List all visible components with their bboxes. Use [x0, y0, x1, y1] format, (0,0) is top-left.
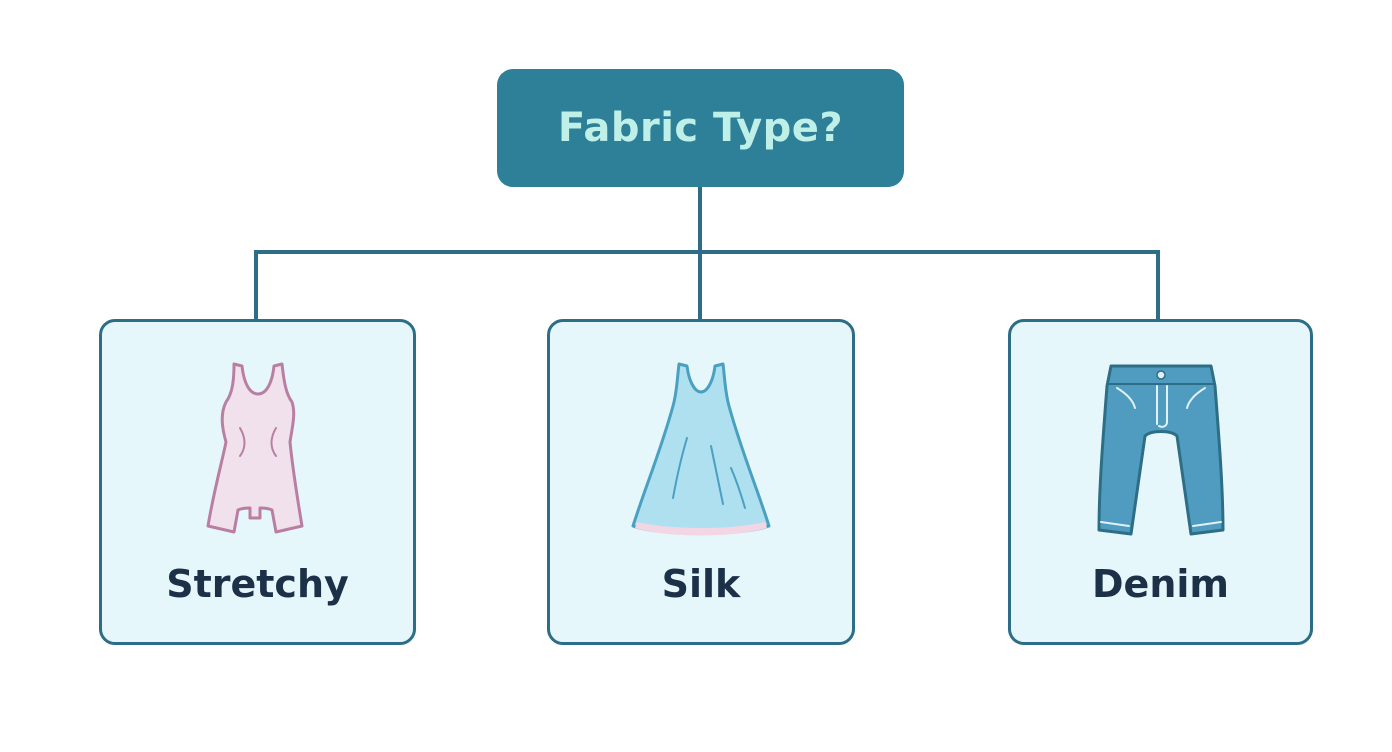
option-label-stretchy: Stretchy	[166, 562, 349, 606]
option-card-stretchy: Stretchy	[99, 319, 416, 645]
option-label-denim: Denim	[1092, 562, 1229, 606]
romper-icon	[206, 362, 303, 534]
jeans-icon	[1097, 364, 1224, 536]
root-node-label: Fabric Type?	[557, 105, 844, 151]
option-card-denim: Denim	[1008, 319, 1313, 645]
option-card-silk: Silk	[547, 319, 855, 645]
root-node: Fabric Type?	[497, 69, 904, 187]
option-label-silk: Silk	[661, 562, 741, 606]
dress-icon	[631, 362, 771, 536]
